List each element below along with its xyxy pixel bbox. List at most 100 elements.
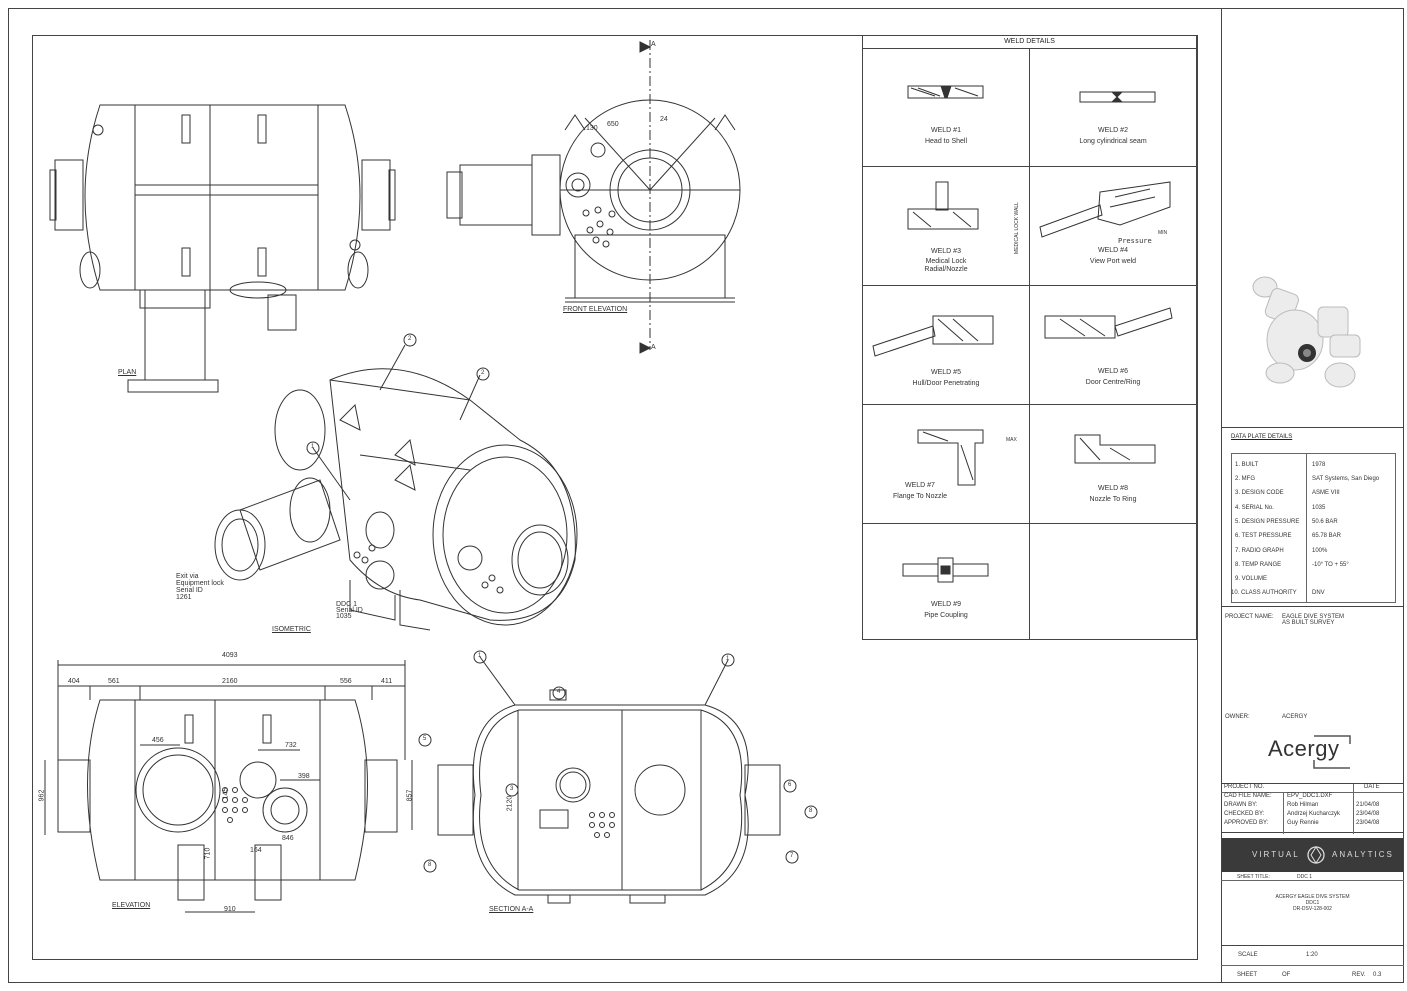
dim-456: 456 — [152, 737, 164, 744]
weld-cell-1: WELD #1 Head to Shell — [863, 48, 1030, 167]
plate-value: -10° TO + 55° — [1312, 562, 1349, 568]
weld-desc: Head to Shell — [924, 138, 968, 145]
iso-ddc-note-2: Serial ID — [336, 607, 363, 614]
front-elevation-label: FRONT ELEVATION — [563, 306, 628, 313]
plate-value: 1978 — [1312, 462, 1326, 468]
weld-cell-5: WELD #5 Hull/Door Penetrating — [863, 286, 1030, 405]
plate-label: 8. TEMP RANGE — [1235, 562, 1282, 568]
iso-callout: 2 — [408, 336, 412, 342]
of-label: OF — [1282, 972, 1291, 978]
front-dim-130: 130 — [586, 125, 598, 132]
dim-164: 164 — [250, 847, 262, 854]
brand-logo-icon — [1307, 846, 1325, 864]
technical-drawing — [44, 40, 818, 913]
model-thumbnail — [1252, 276, 1361, 388]
approval-name: EPV_DDC1.DXF — [1287, 793, 1333, 799]
acergy-logo: Acergy — [1268, 736, 1340, 761]
section-callout: 1 — [478, 653, 482, 659]
weld-7-sketch — [917, 429, 984, 486]
front-elevation-view — [446, 40, 741, 354]
sheet-title-value: DDC 1 — [1297, 874, 1313, 880]
approvals-table — [1221, 783, 1404, 834]
approval-date: 23/04/08 — [1356, 820, 1380, 826]
sheet-desc-2: DDC1 — [1305, 900, 1320, 906]
isometric-view — [214, 333, 578, 631]
data-plate: DATA PLATE DETAILS — [1221, 427, 1404, 607]
date-label: DATE — [1364, 784, 1380, 790]
iso-callout: 2 — [481, 370, 485, 376]
plate-label: 1. BUILT — [1235, 462, 1259, 468]
elevation-label: ELEVATION — [112, 902, 151, 909]
plate-label: 6. TEST PRESSURE — [1235, 533, 1292, 539]
project-name-value-2: AS BUILT SURVEY — [1282, 620, 1335, 626]
approval-name: Andrzej Kucharczyk — [1287, 811, 1341, 817]
section-marker-bottom: A — [651, 344, 656, 351]
plate-label: 2. MFG — [1235, 476, 1256, 482]
isometric-label: ISOMETRIC — [272, 626, 311, 633]
plate-value: 100% — [1312, 548, 1328, 554]
section-callout: 7 — [790, 853, 794, 859]
dim-556: 556 — [340, 678, 352, 685]
iso-exit-note-1: Exit via — [176, 573, 199, 580]
dim-962: 962 — [38, 789, 46, 802]
dim-561: 561 — [108, 678, 120, 685]
weld-3-sketch — [907, 181, 979, 230]
plate-label: 7. RADIO GRAPH — [1235, 548, 1284, 554]
weld-4-sketch — [1039, 181, 1171, 238]
section-marker-top: A — [651, 41, 656, 48]
pressure-note: Pressure — [1118, 237, 1152, 245]
weld-desc: View Port weld — [1089, 258, 1137, 265]
dim-2160: 2160 — [222, 678, 238, 685]
approval-label: APPROVED BY: — [1224, 820, 1269, 826]
section-callout: 8 — [809, 808, 813, 814]
weld-cell-3: MEDICAL LOCK WALL WELD #3 Medical Lock R… — [863, 167, 1030, 286]
plate-label: 5. DESIGN PRESSURE — [1235, 519, 1300, 525]
medical-lock-note: MEDICAL LOCK WALL — [1013, 202, 1020, 254]
weld-2-sketch — [1079, 91, 1156, 103]
dim-732: 732 — [285, 742, 297, 749]
project-no-label: PROJECT NO. — [1224, 784, 1265, 790]
plate-value: 1035 — [1312, 505, 1326, 511]
weld-desc: Medical Lock Radial/Nozzle — [924, 258, 968, 273]
weld-id: WELD #1 — [931, 127, 961, 134]
max-note: MAX — [1006, 437, 1017, 443]
weld-desc: Pipe Coupling — [924, 612, 968, 619]
dim-411: 411 — [381, 678, 393, 685]
plate-value: ASME VIII — [1312, 490, 1340, 496]
plate-label: 9. VOLUME — [1235, 576, 1268, 582]
weld-cell-2: WELD #2 Long cylindrical seam — [1030, 48, 1196, 167]
weld-desc: Door Centre/Ring — [1085, 379, 1141, 386]
title-block-border — [1221, 8, 1404, 983]
owner-label: OWNER: — [1225, 714, 1250, 720]
weld-desc: Hull/Door Penetrating — [912, 380, 980, 387]
section-label: SECTION A-A — [489, 906, 534, 913]
iso-exit-note-3: Serial ID — [176, 587, 203, 594]
sheet-desc-3: DR-DSV-128-002 — [1293, 906, 1332, 912]
weld-desc: Flange To Nozzle — [893, 493, 947, 500]
front-dim-24: 24 — [660, 116, 668, 123]
weld-9-sketch — [902, 557, 989, 583]
dim-2120: 2120 — [506, 795, 514, 812]
weld-cell-8: WELD #8 Nozzle To Ring — [1030, 405, 1196, 524]
iso-ddc-note-3: 1035 — [336, 613, 352, 620]
weld-id: WELD #3 — [931, 248, 961, 255]
weld-desc: Long cylindrical seam — [1079, 138, 1147, 145]
section-callout: 4 — [557, 689, 561, 695]
plan-view — [49, 104, 396, 393]
dim-846: 846 — [282, 835, 294, 842]
brand-right: ANALYTICS — [1332, 850, 1394, 859]
weld-8-sketch — [1074, 434, 1156, 464]
virtual-analytics-bar: VIRTUAL ANALYTICS — [1222, 838, 1403, 872]
plate-value: 65.78 BAR — [1312, 533, 1342, 539]
sheet-title-label: SHEET TITLE: — [1237, 874, 1270, 880]
weld-6-sketch — [1044, 307, 1173, 339]
approval-date: 23/04/08 — [1356, 811, 1380, 817]
weld-cell-4: Pressure MIN WELD #4 View Port weld — [1030, 167, 1196, 286]
min-note: MIN — [1158, 230, 1168, 236]
section-callout: 6 — [788, 782, 792, 788]
dim-404: 404 — [68, 678, 80, 685]
weld-id: WELD #8 — [1098, 485, 1128, 492]
approval-label: CHECKED BY: — [1224, 811, 1265, 817]
section-callout: 5 — [423, 736, 427, 742]
plate-value: 50.6 BAR — [1312, 519, 1338, 525]
